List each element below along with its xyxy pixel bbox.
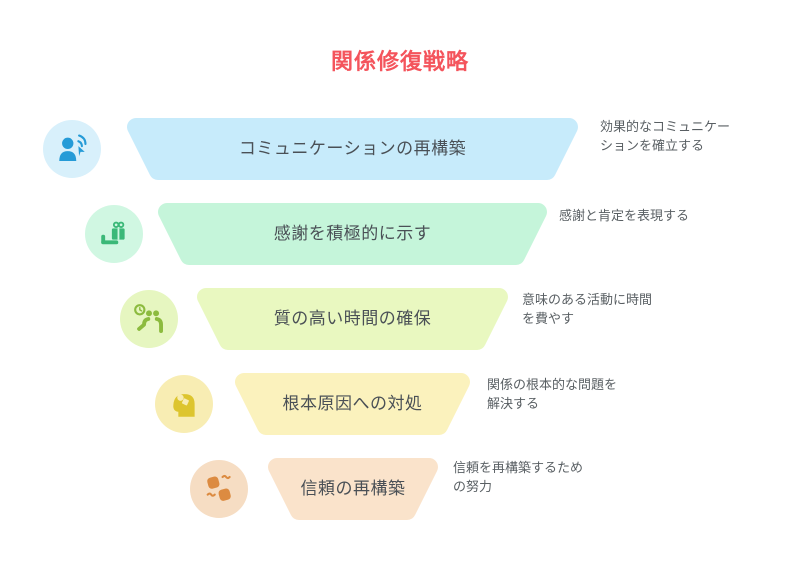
step-icon-circle <box>85 205 143 263</box>
funnel-bar-shape <box>268 458 438 520</box>
step-description: 感謝と肯定を表現する <box>559 208 690 223</box>
page-title: 関係修復戦略 <box>330 49 469 74</box>
step-label: 質の高い時間の確保 <box>273 309 432 328</box>
step-label: 信頼の再構築 <box>300 479 406 498</box>
step-label: コミュニケーションの再構築 <box>238 139 467 158</box>
step-icon-circle <box>155 375 213 433</box>
step-icon-circle <box>43 120 101 178</box>
step-description: 意味のある活動に時間を費やす <box>522 292 653 326</box>
step-icon-circle <box>120 290 178 348</box>
funnel-bar-shape <box>158 203 547 265</box>
step-icon-circle <box>190 460 248 518</box>
funnel-bar: 質の高い時間の確保 <box>197 288 508 350</box>
gift-in-hand-icon <box>101 221 125 245</box>
funnel-bar-shape <box>127 118 578 180</box>
funnel-bar: 信頼の再構築 <box>268 458 438 520</box>
head-puzzle-icon <box>173 394 195 417</box>
step-description: 関係の根本的な問題を解決する <box>487 377 618 411</box>
step-label: 根本原因への対処 <box>282 394 423 413</box>
trust-handshake-icon <box>206 474 231 501</box>
quality-time-icon <box>134 304 163 333</box>
funnel-bar-shape <box>235 373 470 435</box>
funnel-bar-shape <box>197 288 508 350</box>
funnel-bar: 感謝を積極的に示す <box>158 203 547 265</box>
communication-person-icon <box>59 134 87 162</box>
step-description: 効果的なコミュニケーションを確立する <box>600 119 731 153</box>
funnel-bar: 根本原因への対処 <box>235 373 470 435</box>
step-label: 感謝を積極的に示す <box>273 224 432 243</box>
step-description: 信頼を再構築するための努力 <box>453 460 584 494</box>
funnel-bar: コミュニケーションの再構築 <box>127 118 578 180</box>
